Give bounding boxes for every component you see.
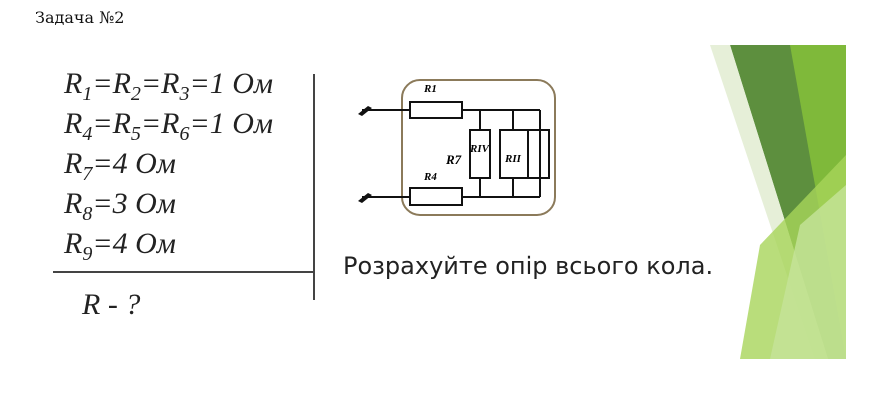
given-line: R9=4 Ом	[64, 224, 273, 264]
given-line: R7=4 Ом	[64, 144, 273, 184]
given-text: =1 Ом	[189, 67, 274, 100]
given-text: =R	[92, 107, 131, 140]
unknown-label: R - ?	[82, 288, 141, 321]
given-text: R	[64, 227, 83, 260]
label-r4: R4	[423, 171, 437, 183]
resistor-extra	[527, 129, 550, 179]
divider-vertical	[313, 74, 315, 300]
given-line: R4=R5=R6=1 Ом	[64, 104, 273, 144]
given-text: R	[64, 67, 83, 100]
given-text: =R	[140, 107, 180, 140]
given-text: R	[64, 147, 83, 180]
given-text: R	[64, 187, 83, 220]
given-subscript: 5	[130, 123, 141, 145]
resistor-r4	[409, 187, 463, 206]
label-r1: R1	[423, 83, 437, 95]
given-text: =R	[140, 67, 180, 100]
given-text: =1 Ом	[189, 107, 274, 140]
label-r7: R7	[445, 152, 462, 167]
given-subscript: 2	[130, 83, 141, 105]
given-subscript: 7	[82, 163, 93, 185]
given-subscript: 1	[82, 83, 93, 105]
given-text: =3 Ом	[92, 187, 176, 220]
terminal-bottom-icon	[358, 193, 372, 203]
label-riv: RIV	[469, 143, 491, 155]
task-text: Розрахуйте опір всього кола.	[343, 252, 714, 280]
decorative-green-shapes	[710, 45, 846, 359]
resistor-riv	[469, 129, 491, 179]
resistor-r1	[409, 101, 463, 119]
given-subscript: 3	[179, 83, 190, 105]
task-title: Задача №2	[35, 8, 125, 27]
given-text: =R	[92, 67, 131, 100]
given-subscript: 9	[82, 243, 93, 265]
given-subscript: 4	[82, 123, 93, 145]
given-line: R8=3 Ом	[64, 184, 273, 224]
given-text: =4 Ом	[92, 147, 176, 180]
circuit-diagram: R1 R4 R7 RIV RII	[358, 79, 556, 216]
given-text: R	[64, 107, 83, 140]
label-rii: RII	[504, 153, 522, 165]
given-subscript: 8	[82, 203, 93, 225]
given-subscript: 6	[179, 123, 190, 145]
divider-horizontal	[53, 271, 315, 273]
given-line: R1=R2=R3=1 Ом	[64, 64, 273, 104]
terminal-top-icon	[358, 106, 372, 116]
circuit-box	[401, 79, 556, 216]
given-text: =4 Ом	[92, 227, 176, 260]
